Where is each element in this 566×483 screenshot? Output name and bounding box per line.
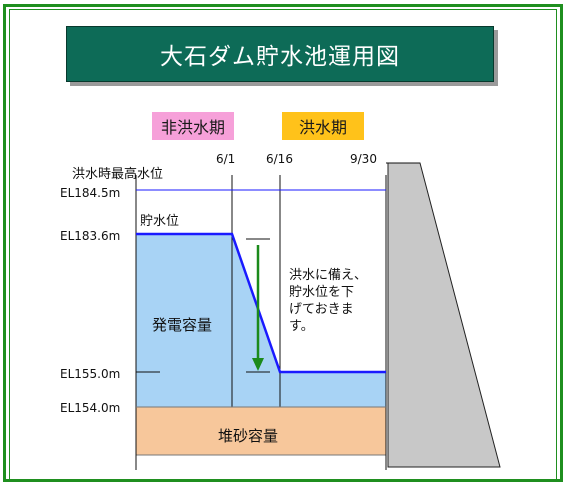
sediment-area xyxy=(135,406,387,456)
note-line-1: 洪水に備え、 xyxy=(289,267,367,283)
date-6-1-label: 6/1 xyxy=(216,152,235,166)
non-flood-period-tag: 非洪水期 xyxy=(152,112,234,140)
date-6-16-label: 6/16 xyxy=(266,152,293,166)
power-capacity-label: 発電容量 xyxy=(152,316,212,334)
flood-max-level-label: 洪水時最高水位 xyxy=(72,166,163,182)
el184-5-label: EL184.5m xyxy=(60,186,120,200)
el155-0-label: EL155.0m xyxy=(60,367,120,381)
drawdown-arrow-head xyxy=(252,358,264,371)
inner-frame xyxy=(9,9,557,481)
flood-period-tag: 洪水期 xyxy=(282,112,364,140)
date-9-30-label: 9/30 xyxy=(350,152,377,166)
diagram-title: 大石ダム貯水池運用図 xyxy=(66,26,494,82)
sediment-capacity-label: 堆砂容量 xyxy=(218,427,278,445)
note-line-3: げておきま xyxy=(289,302,354,317)
storage-level-line xyxy=(136,232,386,374)
el154-0-label: EL154.0m xyxy=(60,401,120,415)
storage-level-label: 貯水位 xyxy=(140,214,179,229)
el183-6-label: EL183.6m xyxy=(60,229,120,243)
note-line-4: す。 xyxy=(289,319,314,334)
dam-body xyxy=(387,162,501,468)
note-line-2: 貯水位を下 xyxy=(289,285,354,300)
